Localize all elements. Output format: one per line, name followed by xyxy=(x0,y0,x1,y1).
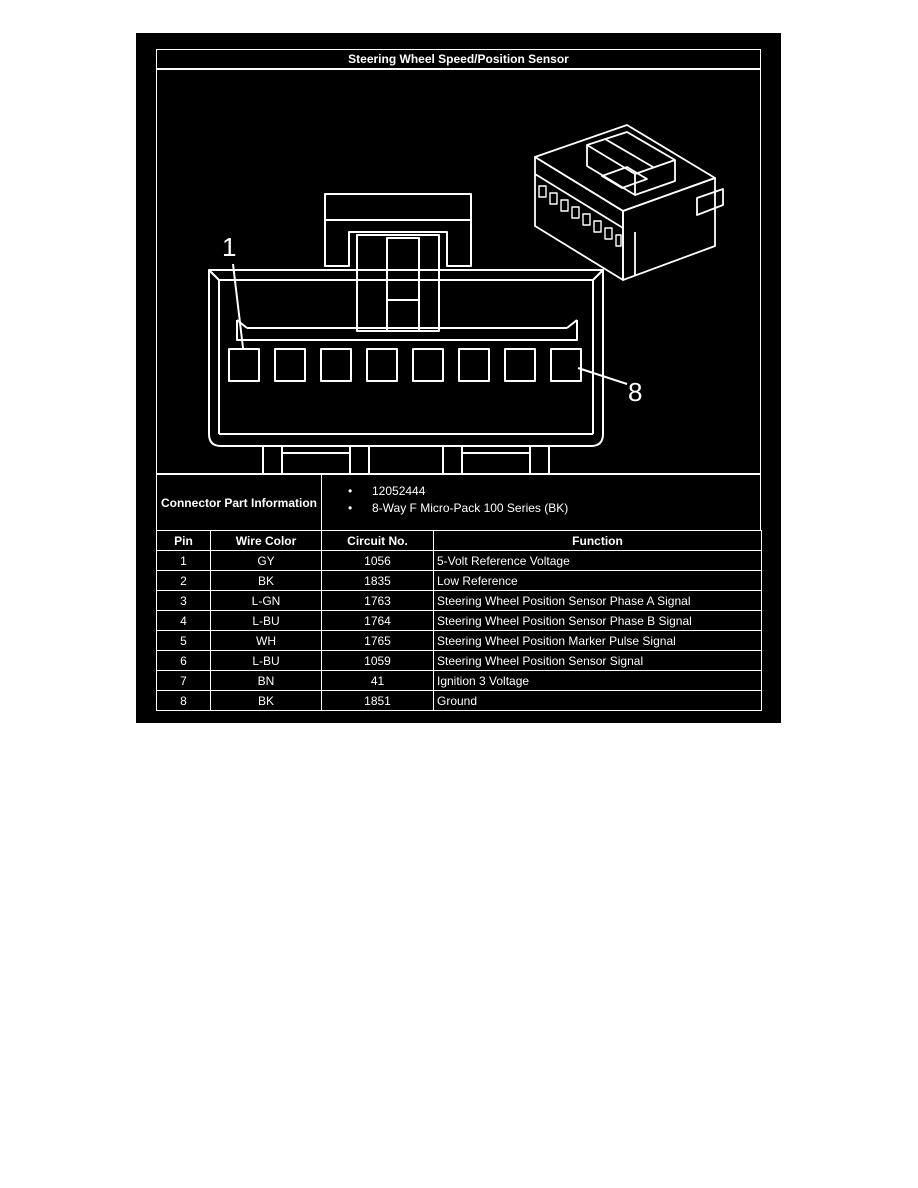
pin-cavity xyxy=(458,348,490,382)
header-function: Function xyxy=(433,530,762,551)
cell-pin: 3 xyxy=(156,590,211,611)
title-text: Steering Wheel Speed/Position Sensor xyxy=(348,52,569,66)
pin-cavity xyxy=(320,348,352,382)
pin-cavities xyxy=(228,348,582,382)
cell-pin: 1 xyxy=(156,550,211,571)
header-circuit-no: Circuit No. xyxy=(321,530,434,551)
connector-part-info: 12052444 8-Way F Micro-Pack 100 Series (… xyxy=(321,474,761,531)
cell-pin: 4 xyxy=(156,610,211,631)
pin-cavity xyxy=(504,348,536,382)
cell-wire-color: L-BU xyxy=(210,610,322,631)
part-number-list: 12052444 8-Way F Micro-Pack 100 Series (… xyxy=(348,483,760,517)
cell-wire-color: L-BU xyxy=(210,650,322,671)
cell-pin: 5 xyxy=(156,630,211,651)
pin-cavity xyxy=(274,348,306,382)
cell-pin: 7 xyxy=(156,670,211,691)
connector-3d-view xyxy=(534,124,724,281)
cell-wire-color: BK xyxy=(210,690,322,711)
cell-circuit-no: 1059 xyxy=(321,650,434,671)
cell-circuit-no: 1764 xyxy=(321,610,434,631)
cell-function: Steering Wheel Position Sensor Phase B S… xyxy=(433,610,762,631)
pin-1-callout: 1 xyxy=(222,232,236,262)
cell-function: Steering Wheel Position Sensor Phase A S… xyxy=(433,590,762,611)
cell-pin: 6 xyxy=(156,650,211,671)
cell-wire-color: WH xyxy=(210,630,322,651)
cell-circuit-no: 1835 xyxy=(321,570,434,591)
pin-8-callout: 8 xyxy=(628,377,642,407)
connector-front-view xyxy=(208,193,628,473)
cell-wire-color: BK xyxy=(210,570,322,591)
cell-wire-color: GY xyxy=(210,550,322,571)
part-description-item: 8-Way F Micro-Pack 100 Series (BK) xyxy=(348,500,760,517)
header-pin: Pin xyxy=(156,530,211,551)
table-header-row: Pin Wire Color Circuit No. Function xyxy=(156,530,762,551)
cell-circuit-no: 1763 xyxy=(321,590,434,611)
cell-function: 5-Volt Reference Voltage xyxy=(433,550,762,571)
connector-document: Steering Wheel Speed/Position Sensor xyxy=(136,33,781,723)
connector-part-info-label: Connector Part Information xyxy=(156,474,322,531)
cell-function: Steering Wheel Position Marker Pulse Sig… xyxy=(433,630,762,651)
cell-wire-color: L-GN xyxy=(210,590,322,611)
pin-cavity xyxy=(412,348,444,382)
part-number-item: 12052444 xyxy=(348,483,760,500)
cell-function: Ground xyxy=(433,690,762,711)
cell-function: Steering Wheel Position Sensor Signal xyxy=(433,650,762,671)
header-wire-color: Wire Color xyxy=(210,530,322,551)
cell-wire-color: BN xyxy=(210,670,322,691)
connector-diagram: 1 8 xyxy=(156,69,761,474)
connector-drawing: 1 8 xyxy=(208,124,724,473)
document-title: Steering Wheel Speed/Position Sensor xyxy=(156,49,761,69)
cell-pin: 2 xyxy=(156,570,211,591)
cell-circuit-no: 1765 xyxy=(321,630,434,651)
cell-circuit-no: 1056 xyxy=(321,550,434,571)
pin-cavity xyxy=(550,348,582,382)
cell-circuit-no: 1851 xyxy=(321,690,434,711)
pin-cavity xyxy=(366,348,398,382)
cell-pin: 8 xyxy=(156,690,211,711)
cell-function: Ignition 3 Voltage xyxy=(433,670,762,691)
cell-function: Low Reference xyxy=(433,570,762,591)
pin-cavity xyxy=(228,348,260,382)
cell-circuit-no: 41 xyxy=(321,670,434,691)
